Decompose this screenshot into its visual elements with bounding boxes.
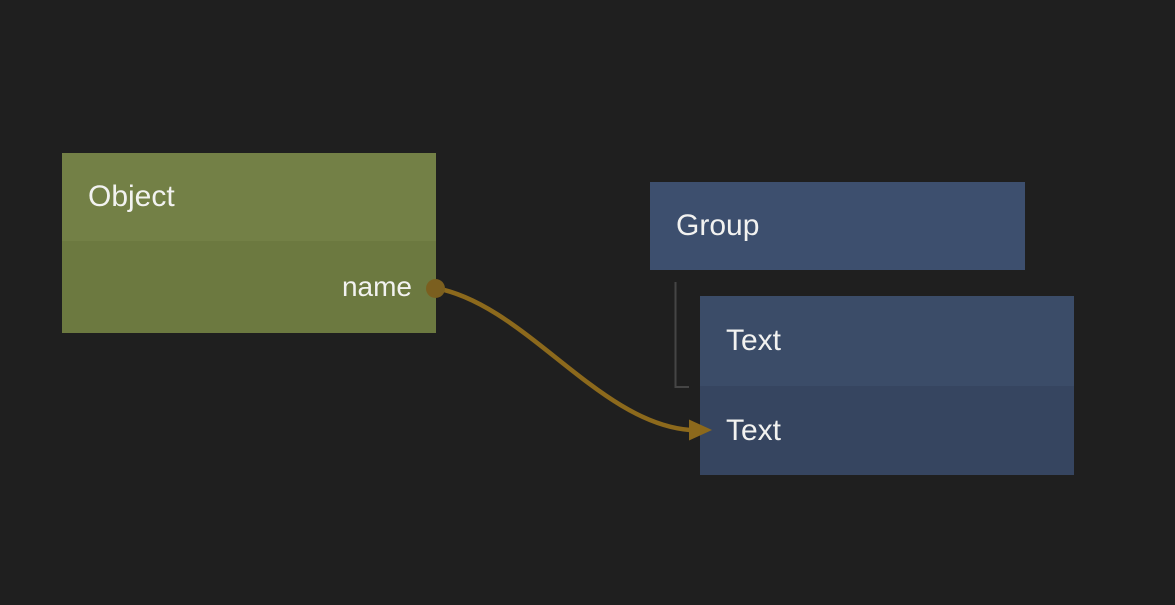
text-row-1[interactable]: Text — [700, 296, 1074, 386]
object-node[interactable]: Object name — [62, 153, 436, 333]
group-node-title: Group — [676, 209, 760, 242]
object-node-header: Object — [62, 153, 436, 241]
group-node[interactable]: Group — [650, 182, 1025, 270]
name-port-dot[interactable] — [426, 279, 445, 298]
tree-indent-line — [674, 282, 689, 388]
object-node-body: name — [62, 241, 436, 333]
name-port-label: name — [341, 271, 412, 302]
connection-wire[interactable] — [434, 285, 691, 433]
text-node[interactable]: Text Text — [700, 296, 1074, 475]
text-row-2-label: Text — [726, 413, 782, 447]
object-node-title: Object — [88, 180, 175, 213]
text-row-2[interactable]: Text — [700, 386, 1074, 475]
name-port-row: name — [62, 271, 436, 303]
text-row-1-label: Text — [726, 324, 782, 357]
